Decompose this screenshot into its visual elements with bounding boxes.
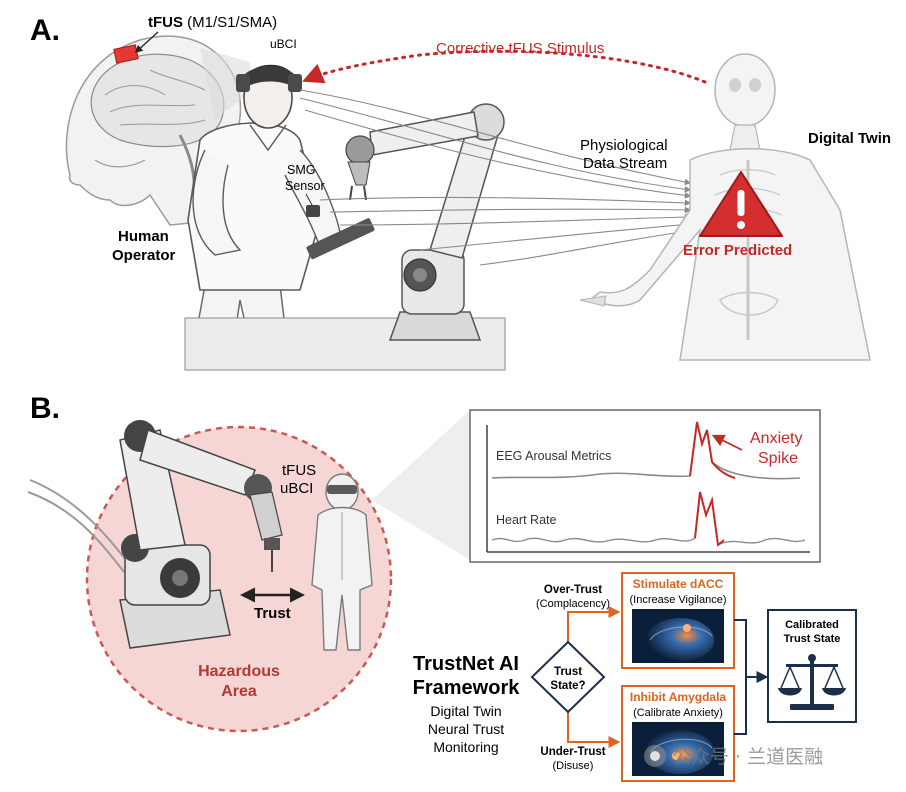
- anxiety-pointer-arrow: [711, 434, 743, 451]
- anxiety-spike-label-1: Anxiety: [750, 430, 802, 447]
- eeg-trace-gray: [491, 421, 801, 480]
- monitor-zoom-cone: [372, 410, 470, 560]
- corrective-stimulus-label: Corrective tFUS Stimulus: [436, 40, 604, 57]
- inhibit-amygdala-title: Inhibit Amygdala: [630, 690, 727, 704]
- physiological-data-stream-lines: [299, 89, 692, 266]
- under-trust-sub-label: (Disuse): [553, 760, 594, 772]
- framework-desc-3: Monitoring: [433, 739, 498, 755]
- watermark-text: 公众号 · 兰道医融: [672, 746, 824, 768]
- panel-a-label: A.: [30, 14, 60, 47]
- ubci-label: uBCI: [270, 37, 297, 51]
- framework-title-2: Framework: [413, 677, 521, 699]
- heart-rate-label: Heart Rate: [496, 513, 556, 527]
- trust-label: Trust: [254, 605, 291, 622]
- eeg-anxiety-spike: [689, 421, 736, 479]
- worker-illustration: [311, 473, 373, 651]
- error-predicted-label: Error Predicted: [683, 242, 792, 259]
- smg-sensor-label-1: SMG: [287, 163, 315, 177]
- tfus-ubci-label-2: uBCI: [280, 480, 313, 497]
- physio-stream-label-2: Data Stream: [583, 155, 667, 172]
- brain-scan-icon-dacc: [632, 609, 724, 663]
- heart-rate-trace-gray: [491, 491, 806, 547]
- calibrated-label-2: Trust State: [784, 633, 841, 645]
- zoom-cone: [200, 48, 250, 120]
- merge-arrow-top: [734, 619, 769, 683]
- corrective-stimulus-arrow: [302, 49, 707, 84]
- signal-monitor-box: [469, 409, 821, 563]
- stimulate-dacc-sub: (Increase Vigilance): [629, 594, 726, 606]
- warning-triangle-icon: [699, 171, 783, 237]
- hazardous-area-label-2: Area: [221, 683, 257, 700]
- panel-b-label: B.: [30, 392, 60, 425]
- robot-arm-b-illustration: [119, 420, 283, 649]
- over-trust-sub-label: (Complacency): [536, 598, 610, 610]
- inhibit-amygdala-sub: (Calibrate Anxiety): [633, 707, 723, 719]
- stimulate-dacc-title: Stimulate dACC: [633, 577, 724, 591]
- decision-label-2: State?: [550, 680, 585, 692]
- panel-a: A. tFUS (M1/S1/SMA) uBCI Corrective tFUS…: [30, 14, 891, 371]
- tfus-pointer-arrow: [134, 31, 159, 54]
- trust-state-decision: [530, 640, 606, 714]
- over-trust-label: Over-Trust: [544, 584, 602, 596]
- over-trust-flow-arrow: [567, 606, 621, 642]
- tfus-ubci-label-1: tFUS: [282, 462, 316, 479]
- wechat-logo-icon: [644, 744, 666, 767]
- digital-twin-label: Digital Twin: [808, 130, 891, 147]
- calibrated-label-1: Calibrated: [785, 619, 839, 631]
- panel-b: B. tFUS uBCI: [27, 392, 857, 782]
- anxiety-spike-label-2: Spike: [758, 450, 798, 467]
- smg-pointer: [305, 193, 313, 206]
- smg-sensor-label-2: Sensor: [285, 179, 325, 193]
- framework-desc-2: Neural Trust: [428, 721, 504, 737]
- framework-title-1: TrustNet AI: [413, 653, 519, 675]
- hazardous-area-label-1: Hazardous: [198, 663, 280, 680]
- under-trust-label: Under-Trust: [540, 746, 605, 758]
- robot-cable: [27, 479, 131, 573]
- human-operator-label-2: Operator: [112, 247, 176, 264]
- human-operator-label-1: Human: [118, 228, 169, 245]
- eeg-arousal-label: EEG Arousal Metrics: [496, 449, 611, 463]
- framework-desc-1: Digital Twin: [430, 703, 501, 719]
- merge-arrow-bottom: [734, 677, 747, 735]
- digital-twin-illustration: [579, 53, 871, 361]
- under-trust-flow-arrow: [567, 712, 621, 748]
- decision-label-1: Trust: [554, 666, 582, 678]
- heart-rate-spike: [694, 491, 725, 547]
- tfus-m1-label: tFUS (M1/S1/SMA): [148, 14, 277, 31]
- balance-scale-icon: [778, 654, 846, 710]
- physio-stream-label-1: Physiological: [580, 137, 668, 154]
- watermark: 公众号 · 兰道医融: [644, 742, 823, 769]
